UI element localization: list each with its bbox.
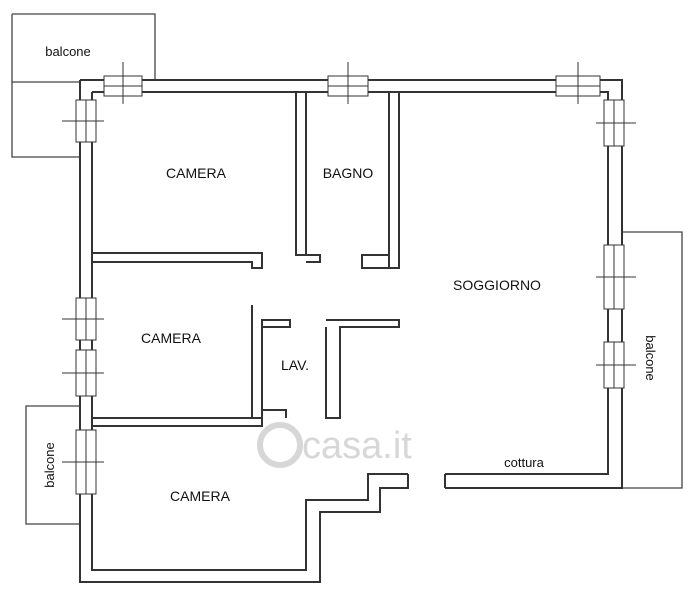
window-top-3 <box>555 62 601 104</box>
balcony-top-left <box>11 13 156 158</box>
window-left-3 <box>62 349 104 397</box>
window-left-4 <box>62 429 104 495</box>
room-label-cottura: cottura <box>504 455 545 470</box>
window-top-1 <box>103 62 143 104</box>
window-right-1 <box>596 99 636 147</box>
room-label-camera-top: CAMERA <box>166 165 227 181</box>
balcony-bottom-left <box>25 405 80 525</box>
room-label-lav: LAV. <box>281 357 309 373</box>
balcony-right <box>622 231 683 489</box>
watermark-logo-icon <box>257 422 303 468</box>
balcony-label-right: balcone <box>643 335 658 381</box>
room-label-camera-bottom: CAMERA <box>170 488 231 504</box>
window-left-2 <box>62 297 104 341</box>
window-right-2 <box>596 244 636 310</box>
window-top-2 <box>327 62 369 104</box>
balcony-label-bottom-left: balcone <box>42 442 57 488</box>
watermark: casa.it <box>257 422 412 468</box>
watermark-text: casa.it <box>302 425 412 467</box>
interior-walls <box>92 92 400 427</box>
window-left-1 <box>62 99 104 143</box>
balcony-label-top-left: balcone <box>45 44 91 59</box>
window-right-3 <box>596 341 636 389</box>
room-label-camera-middle: CAMERA <box>141 330 202 346</box>
room-label-soggiorno: SOGGIORNO <box>453 277 541 293</box>
room-label-bagno: BAGNO <box>323 165 374 181</box>
